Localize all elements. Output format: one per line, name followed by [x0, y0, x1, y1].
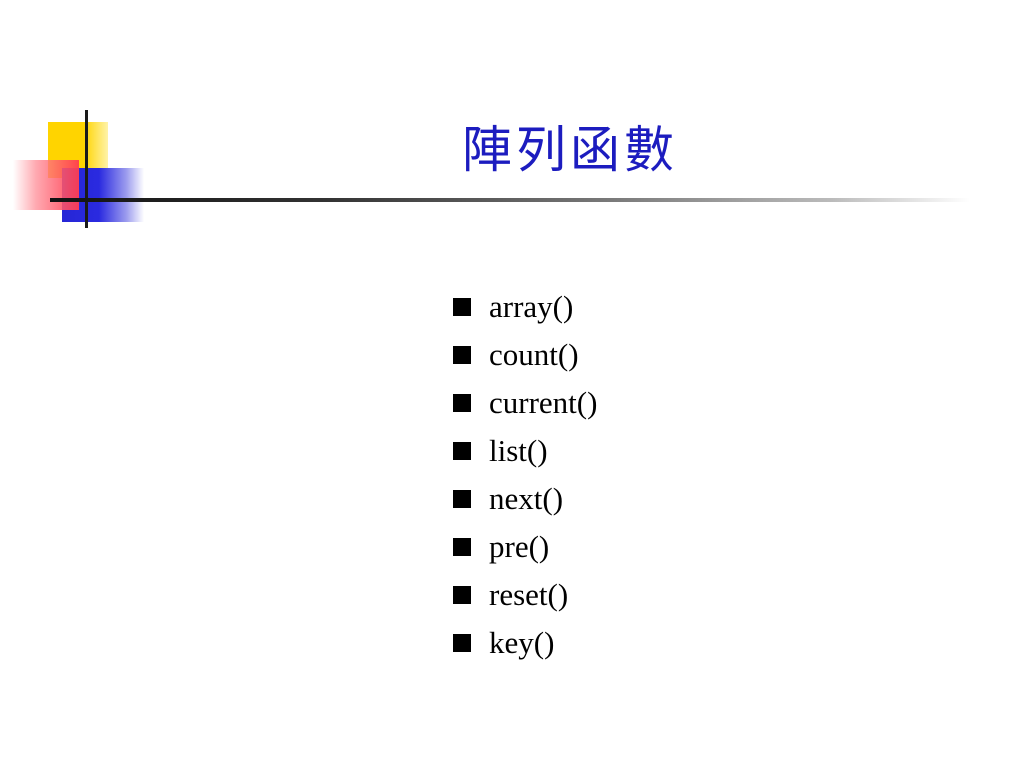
square-bullet-icon	[453, 442, 471, 460]
slide-title: 陣列函數	[462, 121, 678, 179]
decorative-squares	[0, 0, 160, 240]
list-item: key()	[453, 619, 597, 667]
list-item: next()	[453, 475, 597, 523]
list-item: array()	[453, 283, 597, 331]
list-item: reset()	[453, 571, 597, 619]
list-item: pre()	[453, 523, 597, 571]
list-item: list()	[453, 427, 597, 475]
list-item-label: reset()	[489, 577, 569, 612]
square-bullet-icon	[453, 586, 471, 604]
bullet-list: array() count() current() list() next() …	[453, 283, 597, 667]
list-item-label: pre()	[489, 529, 550, 564]
list-item-label: next()	[489, 481, 564, 516]
list-item: current()	[453, 379, 597, 427]
square-bullet-icon	[453, 634, 471, 652]
square-bullet-icon	[453, 538, 471, 556]
list-item-label: current()	[489, 385, 598, 420]
red-square-decoration	[13, 160, 79, 210]
title-underline-rule	[50, 198, 970, 202]
square-bullet-icon	[453, 298, 471, 316]
square-bullet-icon	[453, 394, 471, 412]
square-bullet-icon	[453, 490, 471, 508]
list-item-label: count()	[489, 337, 579, 372]
list-item-label: key()	[489, 625, 555, 660]
list-item: count()	[453, 331, 597, 379]
list-item-label: array()	[489, 289, 574, 324]
vertical-rule	[85, 110, 88, 228]
square-bullet-icon	[453, 346, 471, 364]
list-item-label: list()	[489, 433, 548, 468]
